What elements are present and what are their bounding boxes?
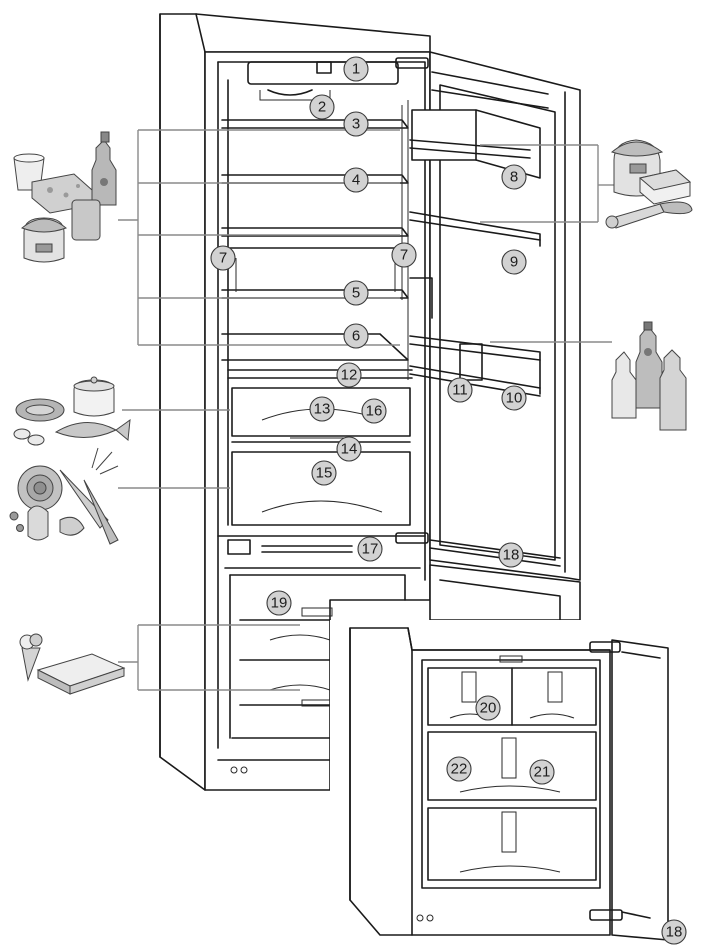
callout-label: 15 bbox=[316, 465, 333, 482]
food-group-vegetables-icon bbox=[9, 447, 119, 545]
callout-20: 20 bbox=[475, 695, 501, 721]
callout-label: 11 bbox=[452, 382, 468, 399]
callout-16: 16 bbox=[361, 398, 387, 424]
callout-2: 2 bbox=[309, 94, 335, 120]
callout-18-top: 18 bbox=[498, 542, 524, 568]
callout-label: 16 bbox=[366, 403, 383, 420]
callout-5: 5 bbox=[343, 280, 369, 306]
callout-label: 6 bbox=[352, 328, 360, 345]
callout-label: 18 bbox=[503, 547, 520, 564]
callout-7-right: 7 bbox=[391, 242, 417, 268]
callout-label: 9 bbox=[510, 254, 518, 271]
callout-21: 21 bbox=[529, 759, 555, 785]
freezer-inset bbox=[330, 620, 690, 951]
callout-label: 4 bbox=[352, 172, 360, 189]
food-group-dairy-icon bbox=[13, 131, 117, 263]
food-group-meat-fish-icon bbox=[13, 376, 131, 446]
callout-11: 11 bbox=[447, 377, 473, 403]
callout-label: 8 bbox=[510, 169, 518, 186]
callout-18-bottom: 18 bbox=[661, 919, 687, 945]
callout-8: 8 bbox=[501, 164, 527, 190]
callout-label: 19 bbox=[271, 595, 288, 612]
callout-15: 15 bbox=[311, 460, 337, 486]
callout-label: 21 bbox=[534, 764, 551, 781]
callout-7-left: 7 bbox=[210, 245, 236, 271]
callout-label: 14 bbox=[341, 441, 358, 458]
food-group-bottles-icon bbox=[611, 321, 687, 431]
callout-9: 9 bbox=[501, 249, 527, 275]
callout-10: 10 bbox=[501, 385, 527, 411]
callout-label: 3 bbox=[352, 116, 360, 133]
callout-label: 10 bbox=[506, 390, 523, 407]
callout-label: 5 bbox=[352, 285, 360, 302]
callout-label: 1 bbox=[352, 61, 360, 78]
callout-label: 7 bbox=[219, 250, 227, 267]
callout-label: 17 bbox=[362, 541, 379, 558]
callout-4: 4 bbox=[343, 167, 369, 193]
callout-label: 18 bbox=[666, 924, 683, 941]
callout-1: 1 bbox=[343, 56, 369, 82]
fridge-door bbox=[395, 51, 581, 581]
callout-3: 3 bbox=[343, 111, 369, 137]
callout-14: 14 bbox=[336, 436, 362, 462]
callout-22: 22 bbox=[446, 756, 472, 782]
callout-label: 20 bbox=[480, 700, 497, 717]
callout-label: 7 bbox=[400, 247, 408, 264]
callout-13: 13 bbox=[309, 396, 335, 422]
callout-17: 17 bbox=[357, 536, 383, 562]
callout-12: 12 bbox=[336, 362, 362, 388]
callout-label: 12 bbox=[341, 367, 358, 384]
callout-19: 19 bbox=[266, 590, 292, 616]
food-group-frozen-icon bbox=[19, 633, 126, 695]
callout-label: 13 bbox=[314, 401, 331, 418]
callout-label: 2 bbox=[318, 99, 326, 116]
callout-label: 22 bbox=[451, 761, 468, 778]
food-group-jars-butter-icon bbox=[605, 139, 693, 229]
callout-6: 6 bbox=[343, 323, 369, 349]
